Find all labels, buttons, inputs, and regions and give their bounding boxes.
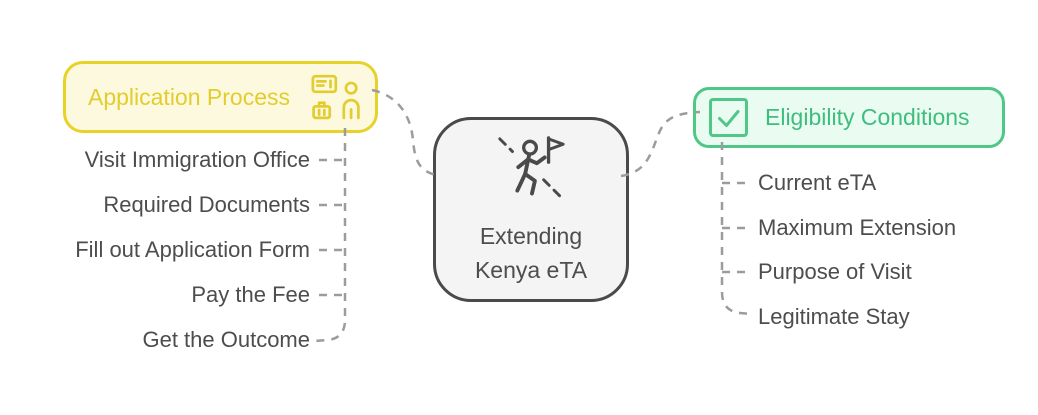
list-item-fill-out-application-form: Fill out Application Form [75, 237, 310, 262]
list-item-pay-the-fee: Pay the Fee [191, 282, 310, 307]
node-eligibility-conditions: Eligibility Conditions [693, 87, 1005, 148]
connector-application-to-center [371, 88, 441, 178]
list-item-visit-immigration-office: Visit Immigration Office [84, 147, 310, 172]
list-item-legitimate-stay: Legitimate Stay [758, 304, 910, 329]
connector-center-to-eligibility [620, 110, 701, 178]
list-item-current-eta: Current eTA [758, 170, 877, 195]
list-item-required-documents: Required Documents [103, 192, 310, 217]
checkbox-check-icon [709, 98, 748, 137]
center-title-line2: Kenya eTA [474, 256, 588, 283]
immigration-counter-icon [311, 74, 360, 120]
application-process-label: Application Process [88, 83, 290, 110]
node-extending-kenya-eta: Extending Kenya eTA [433, 117, 629, 302]
node-application-process: Application Process [63, 61, 378, 133]
center-title-line1: Extending [479, 222, 583, 249]
list-item-purpose-of-visit: Purpose of Visit [758, 259, 912, 284]
hiker-with-flag-icon [498, 135, 565, 199]
list-item-maximum-extension: Maximum Extension [758, 215, 957, 240]
list-item-get-the-outcome: Get the Outcome [142, 327, 310, 352]
eligibility-conditions-label: Eligibility Conditions [765, 104, 970, 130]
connector-right-spine [720, 142, 752, 316]
connector-left-spine [314, 128, 347, 343]
